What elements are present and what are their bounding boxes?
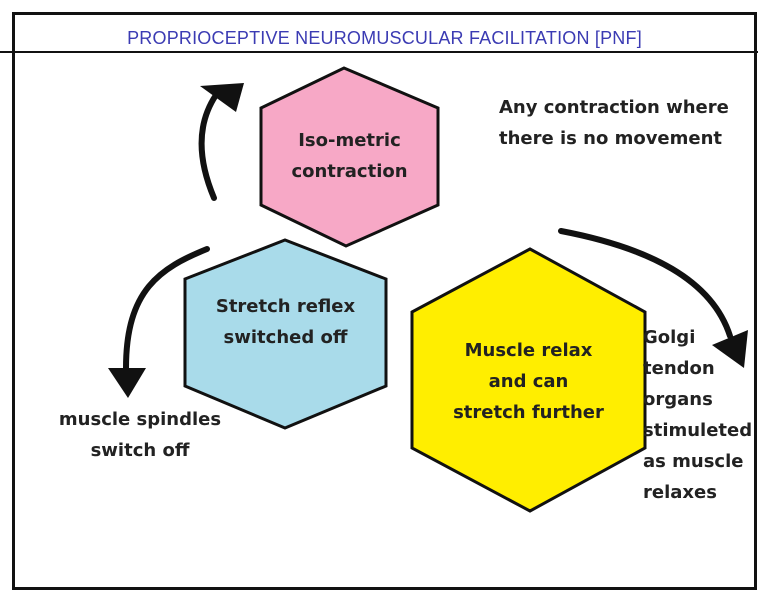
golgi-annotation-line4: stimuleted (643, 420, 753, 441)
golgi-annotation: Golgi tendon organs stimuleted as muscle… (643, 322, 752, 508)
title-divider (0, 51, 758, 53)
golgi-annotation-line5: as muscle (643, 451, 744, 472)
spindles-annotation-line1: muscle spindles (58, 409, 222, 430)
contraction-definition: Any contraction where there is no moveme… (499, 92, 729, 154)
hexagon-stretch-reflex (183, 238, 388, 430)
isometric-label-line1: Iso-metric (298, 130, 401, 151)
golgi-annotation-line6: relaxes (643, 482, 717, 503)
hexagon-muscle-relax (410, 247, 647, 513)
hexagon-isometric (259, 66, 440, 248)
golgi-annotation-line2: tendon (643, 358, 715, 379)
stretch-reflex-label: Stretch reflex switched off (185, 291, 386, 353)
arrow-to-golgi (558, 228, 733, 339)
muscle-relax-label: Muscle relax and can stretch further (412, 335, 645, 428)
muscle-relax-label-line3: stretch further (453, 402, 604, 423)
stretch-reflex-label-line1: Stretch reflex (215, 296, 356, 317)
stretch-reflex-label-line2: switched off (223, 327, 348, 348)
spindles-annotation: muscle spindles switch off (52, 404, 228, 466)
arrowhead-spindles (108, 368, 146, 398)
spindles-annotation-line2: switch off (90, 440, 190, 461)
isometric-label: Iso-metric contraction (261, 125, 438, 187)
arrowhead-isometric (200, 83, 244, 112)
golgi-annotation-line3: organs (643, 389, 713, 410)
muscle-relax-label-line1: Muscle relax (464, 340, 593, 361)
contraction-definition-line2: there is no movement (499, 128, 723, 149)
isometric-label-line2: contraction (291, 161, 408, 182)
arrow-to-spindles (123, 246, 210, 371)
diagram-title: PROPRIOCEPTIVE NEUROMUSCULAR FACILITATIO… (127, 27, 642, 48)
arrow-up-to-isometric (198, 92, 219, 201)
golgi-annotation-line1: Golgi (643, 327, 696, 348)
arrowhead-golgi (712, 330, 748, 368)
contraction-definition-line1: Any contraction where (499, 97, 729, 118)
muscle-relax-label-line2: and can (488, 371, 569, 392)
